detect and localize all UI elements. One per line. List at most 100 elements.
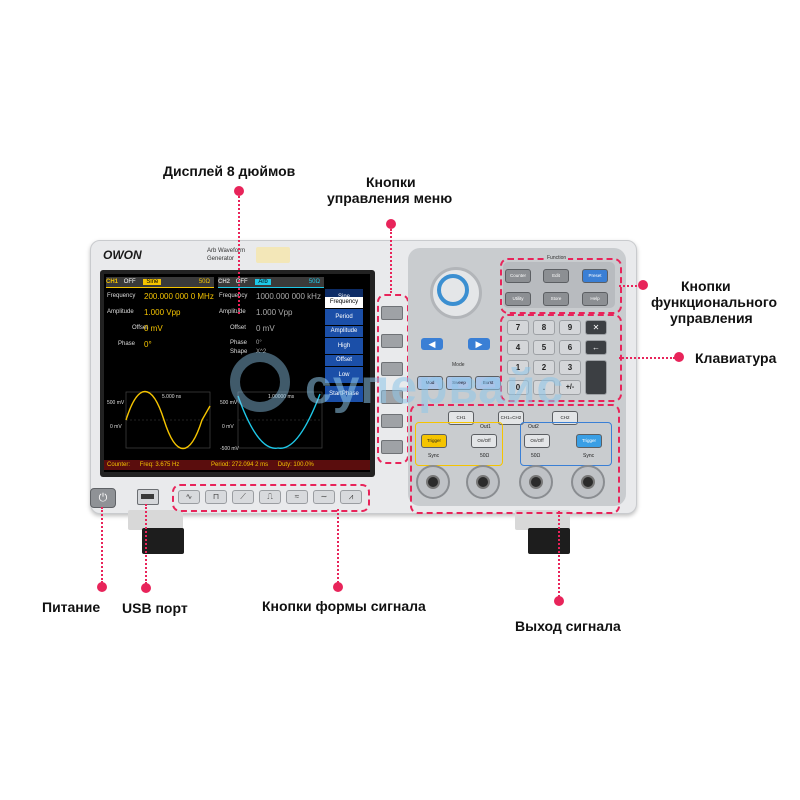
key-2[interactable]: 2 xyxy=(533,360,555,375)
ch2-param-value: 1000.000 000 kHz xyxy=(256,292,321,301)
usb-callout-label: USB порт xyxy=(122,600,188,616)
menu-softkey-6[interactable] xyxy=(381,440,403,454)
screen-menu-high[interactable]: High xyxy=(325,338,363,354)
ch2-plot-mid: 0 mV xyxy=(222,424,234,430)
ch1-sync-label: Sync xyxy=(428,453,440,459)
menu-softkey-5[interactable] xyxy=(381,414,403,428)
keypad-callout-label: Клавиатура xyxy=(695,350,777,366)
ch2-onoff-button[interactable]: On/Off xyxy=(524,434,550,448)
mode-title: Mode xyxy=(452,362,465,368)
ch2-arb-trace xyxy=(237,393,321,449)
mod-button[interactable]: Mod xyxy=(417,376,443,390)
arrow-left-icon: ◀ xyxy=(428,339,436,349)
arrow-right-button[interactable]: ▶ xyxy=(468,338,490,350)
ch2-plot-top: 500 mV xyxy=(220,400,238,406)
power-callout-label: Питание xyxy=(42,599,101,615)
power-button[interactable]: ⏻ xyxy=(90,488,116,508)
screen-menu-startphase[interactable]: StartPhase xyxy=(325,386,363,402)
usb-port[interactable] xyxy=(137,489,159,505)
screen-menu-period[interactable]: Period xyxy=(325,309,363,325)
key-0[interactable]: 0 xyxy=(507,380,529,395)
ch2-trigger-button[interactable]: Trigger xyxy=(576,434,602,448)
ch2-param-value: 1.000 Vpp xyxy=(256,308,293,317)
brand-logo: OWON xyxy=(103,248,142,262)
screen-menu-amplitude[interactable]: Amplitude xyxy=(325,326,363,337)
noise-wave-button[interactable]: ≈ xyxy=(286,490,308,504)
key-5[interactable]: 5 xyxy=(533,340,555,355)
ch2-ohm-label: 50Ω xyxy=(531,453,541,459)
display-callout-line xyxy=(238,196,240,314)
menu-buttons-callout-label-2: управления меню xyxy=(327,190,453,206)
ch-link-button[interactable]: CH1=CH2 xyxy=(498,411,524,425)
status-counter: Counter: xyxy=(107,462,131,468)
status-period: Period: 272.094 2 ms xyxy=(211,462,269,468)
square-wave-button[interactable]: ⊓ xyxy=(205,490,227,504)
sine-wave-button[interactable]: ∿ xyxy=(178,490,200,504)
right-foot-bracket xyxy=(515,510,570,530)
screen-menu-frequency[interactable]: Frequency xyxy=(325,297,363,308)
ch1-param-value: 1.000 Vpp xyxy=(144,308,181,317)
key-9[interactable]: 9 xyxy=(559,320,581,335)
harmonic-wave-icon: ⩘ xyxy=(348,492,354,501)
waveform-callout-label: Кнопки формы сигнала xyxy=(262,598,426,614)
ch1-onoff-button[interactable]: On/Off xyxy=(471,434,497,448)
key-enter[interactable] xyxy=(585,360,607,395)
sine-wave-icon: ∿ xyxy=(185,492,193,501)
square-wave-icon: ⊓ xyxy=(212,492,220,501)
key-6[interactable]: 6 xyxy=(559,340,581,355)
menu-softkey-2[interactable] xyxy=(381,334,403,348)
key-4[interactable]: 4 xyxy=(507,340,529,355)
menu-buttons-callout-line xyxy=(390,229,392,293)
screen-menu-offset[interactable]: Offset xyxy=(325,355,363,366)
ch1-select-button[interactable]: CH1 xyxy=(448,411,474,425)
sweep-button[interactable]: Sweep xyxy=(446,376,472,390)
ch1-param-name: Phase xyxy=(118,341,136,347)
noise-wave-icon: ≈ xyxy=(294,492,300,501)
ch2-param-value: 0° xyxy=(256,340,262,346)
ch1-trigger-button[interactable]: Trigger xyxy=(421,434,447,448)
function-callout-label-3: управления xyxy=(670,310,753,326)
ch2-label: CH2 xyxy=(218,279,231,285)
output-callout-dot xyxy=(554,596,564,606)
key-backspace[interactable]: ← xyxy=(585,340,607,355)
store-button[interactable]: Store xyxy=(543,292,569,306)
output-callout-label: Выход сигнала xyxy=(515,618,621,634)
help-button[interactable]: Help xyxy=(582,292,608,306)
key-plus-minus[interactable]: +/- xyxy=(559,380,581,395)
key-7[interactable]: 7 xyxy=(507,320,529,335)
harmonic-wave-button[interactable]: ⩘ xyxy=(340,490,362,504)
waveform-callout-dot xyxy=(333,582,343,592)
arb-wave-button[interactable]: ∼ xyxy=(313,490,335,504)
ch1-header: CH1 OFF Sine 50Ω xyxy=(106,277,214,288)
menu-softkey-1[interactable] xyxy=(381,306,403,320)
model-line-2: Generator xyxy=(207,256,235,262)
preset-button[interactable]: Preset xyxy=(582,269,608,283)
menu-buttons-callout-dot xyxy=(386,219,396,229)
key-cancel[interactable]: ✕ xyxy=(585,320,607,335)
ch2-param-name: Shape xyxy=(230,349,248,355)
menu-softkey-4[interactable] xyxy=(381,390,403,404)
key-1[interactable]: 1 xyxy=(507,360,529,375)
ramp-wave-button[interactable]: ⟋ xyxy=(232,490,254,504)
ch1-waveform-plot xyxy=(125,390,211,450)
arrow-left-button[interactable]: ◀ xyxy=(421,338,443,350)
waveform-buttons-highlight xyxy=(172,484,370,512)
ch2-select-button[interactable]: CH2 xyxy=(552,411,578,425)
arb-wave-icon: ∼ xyxy=(320,492,328,501)
counter-button[interactable]: Counter xyxy=(505,269,531,283)
utility-button[interactable]: Utility xyxy=(505,292,531,306)
function-title: Function xyxy=(545,255,569,261)
menu-softkey-3[interactable] xyxy=(381,362,403,376)
ch2-wave: Arb xyxy=(255,279,271,285)
key-dot[interactable]: . xyxy=(533,380,555,395)
ch1-state: OFF xyxy=(123,279,136,285)
screen-menu-low[interactable]: Low xyxy=(325,367,363,383)
key-8[interactable]: 8 xyxy=(533,320,555,335)
pulse-wave-button[interactable]: ⎍ xyxy=(259,490,281,504)
edit-button[interactable]: Edit xyxy=(543,269,569,283)
function-callout-label-1: Кнопки xyxy=(681,278,731,294)
ch1-param-value: 0° xyxy=(144,340,152,349)
key-3[interactable]: 3 xyxy=(559,360,581,375)
ch2-output-frame xyxy=(520,422,612,466)
ch2-param-name: Frequency xyxy=(219,293,248,299)
